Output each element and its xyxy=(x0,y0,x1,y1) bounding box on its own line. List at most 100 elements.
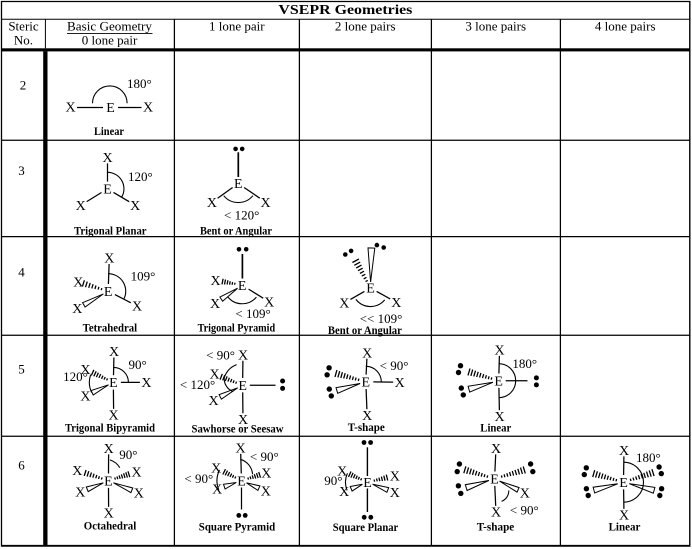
svg-text:E: E xyxy=(104,474,113,489)
svg-text:X: X xyxy=(132,300,142,315)
svg-text:< 120°: < 120° xyxy=(224,207,259,222)
svg-text:90°: 90° xyxy=(119,447,137,462)
svg-text:Trigonal Pyramid: Trigonal Pyramid xyxy=(198,321,276,335)
svg-text:X: X xyxy=(261,196,271,211)
svg-text:X: X xyxy=(143,101,153,116)
svg-text:Square Planar: Square Planar xyxy=(333,520,399,534)
svg-text:X: X xyxy=(104,507,114,522)
svg-text:X: X xyxy=(73,275,83,290)
svg-text:Sawhorse or Seesaw: Sawhorse or Seesaw xyxy=(192,422,284,436)
svg-text:X: X xyxy=(104,252,114,267)
svg-text:E: E xyxy=(363,476,372,491)
svg-text:X: X xyxy=(261,466,271,481)
svg-text:Linear: Linear xyxy=(609,519,641,533)
svg-text:X: X xyxy=(390,469,400,484)
svg-text:Trigonal Bipyramid: Trigonal Bipyramid xyxy=(65,421,155,435)
svg-text:VSEPR Geometries: VSEPR Geometries xyxy=(278,3,413,18)
svg-text:180°: 180° xyxy=(512,356,537,371)
svg-text:180°: 180° xyxy=(636,450,661,465)
svg-text:X: X xyxy=(76,199,86,214)
svg-text:120°: 120° xyxy=(63,369,88,384)
svg-text:<< 109°: << 109° xyxy=(360,311,403,326)
svg-text:X: X xyxy=(72,302,82,317)
svg-text:3 lone pairs: 3 lone pairs xyxy=(465,19,526,34)
svg-text:E: E xyxy=(490,472,499,487)
svg-text:X: X xyxy=(141,376,151,391)
svg-text:X: X xyxy=(207,196,217,211)
svg-text:X: X xyxy=(337,464,347,479)
svg-text:X: X xyxy=(80,390,90,405)
svg-text:Steric: Steric xyxy=(8,19,39,34)
svg-text:X: X xyxy=(211,461,221,476)
svg-text:2 lone pairs: 2 lone pairs xyxy=(335,19,396,34)
svg-text:Trigonal Planar: Trigonal Planar xyxy=(74,223,147,237)
svg-text:X: X xyxy=(261,485,271,500)
svg-text:Bent or Angular: Bent or Angular xyxy=(328,323,403,337)
svg-text:X: X xyxy=(104,442,114,457)
svg-text:X: X xyxy=(80,363,90,378)
svg-text:6: 6 xyxy=(18,457,25,472)
svg-text:X: X xyxy=(130,199,140,214)
svg-text:X: X xyxy=(520,487,530,502)
svg-text:No.: No. xyxy=(14,32,33,47)
svg-text:X: X xyxy=(339,296,349,311)
svg-text:180°: 180° xyxy=(127,76,152,91)
svg-text:X: X xyxy=(210,274,220,289)
svg-text:E: E xyxy=(234,177,243,192)
svg-text:X: X xyxy=(391,296,401,311)
svg-text:X: X xyxy=(235,442,245,457)
svg-text:90°: 90° xyxy=(128,357,146,372)
svg-text:X: X xyxy=(209,394,219,409)
svg-text:E: E xyxy=(362,375,371,390)
svg-text:X: X xyxy=(238,348,248,363)
svg-text:E: E xyxy=(237,474,246,489)
svg-text:X: X xyxy=(212,483,222,498)
svg-text:X: X xyxy=(238,413,248,428)
svg-text:90°: 90° xyxy=(324,473,342,488)
svg-text:Linear: Linear xyxy=(94,124,125,138)
svg-text:1 lone pair: 1 lone pair xyxy=(209,19,265,34)
svg-text:X: X xyxy=(495,410,505,425)
svg-text:X: X xyxy=(131,465,141,480)
svg-text:X: X xyxy=(65,101,75,116)
svg-text:E: E xyxy=(238,379,247,394)
svg-text:Square Pyramid: Square Pyramid xyxy=(199,519,276,533)
svg-text:X: X xyxy=(395,376,405,391)
svg-text:5: 5 xyxy=(18,361,25,376)
svg-text:T-shape: T-shape xyxy=(477,520,515,534)
svg-text:X: X xyxy=(209,368,219,383)
svg-text:X: X xyxy=(390,486,400,501)
svg-text:X: X xyxy=(109,409,119,424)
svg-text:< 120°: < 120° xyxy=(180,377,215,392)
svg-text:T-shape: T-shape xyxy=(348,420,386,434)
svg-text:2: 2 xyxy=(20,77,27,92)
svg-text:X: X xyxy=(362,409,372,424)
svg-text:E: E xyxy=(103,182,112,197)
svg-text:4 lone pairs: 4 lone pairs xyxy=(595,19,656,34)
svg-text:E: E xyxy=(109,376,118,391)
svg-text:X: X xyxy=(264,296,274,311)
svg-text:X: X xyxy=(102,151,112,166)
svg-text:X: X xyxy=(362,346,372,361)
svg-text:4: 4 xyxy=(18,264,25,279)
svg-text:< 90°: < 90° xyxy=(380,358,409,373)
svg-text:120°: 120° xyxy=(128,169,153,184)
svg-text:E: E xyxy=(619,476,628,491)
svg-text:X: X xyxy=(109,345,119,360)
svg-text:109°: 109° xyxy=(131,269,156,284)
svg-text:X: X xyxy=(134,487,144,502)
svg-text:X: X xyxy=(339,485,349,500)
svg-text:< 90°: < 90° xyxy=(184,471,213,486)
svg-text:X: X xyxy=(495,344,505,359)
svg-text:< 90°: < 90° xyxy=(206,348,235,363)
svg-text:Linear: Linear xyxy=(480,421,512,435)
svg-text:Bent or Angular: Bent or Angular xyxy=(200,223,273,237)
svg-text:X: X xyxy=(619,509,629,524)
svg-text:X: X xyxy=(75,486,85,501)
svg-text:Basic Geometry: Basic Geometry xyxy=(67,19,152,34)
svg-text:3: 3 xyxy=(18,163,25,178)
svg-text:E: E xyxy=(104,285,113,300)
svg-text:E: E xyxy=(238,279,247,294)
svg-text:< 90°: < 90° xyxy=(510,503,539,518)
svg-text:Octahedral: Octahedral xyxy=(84,519,137,533)
